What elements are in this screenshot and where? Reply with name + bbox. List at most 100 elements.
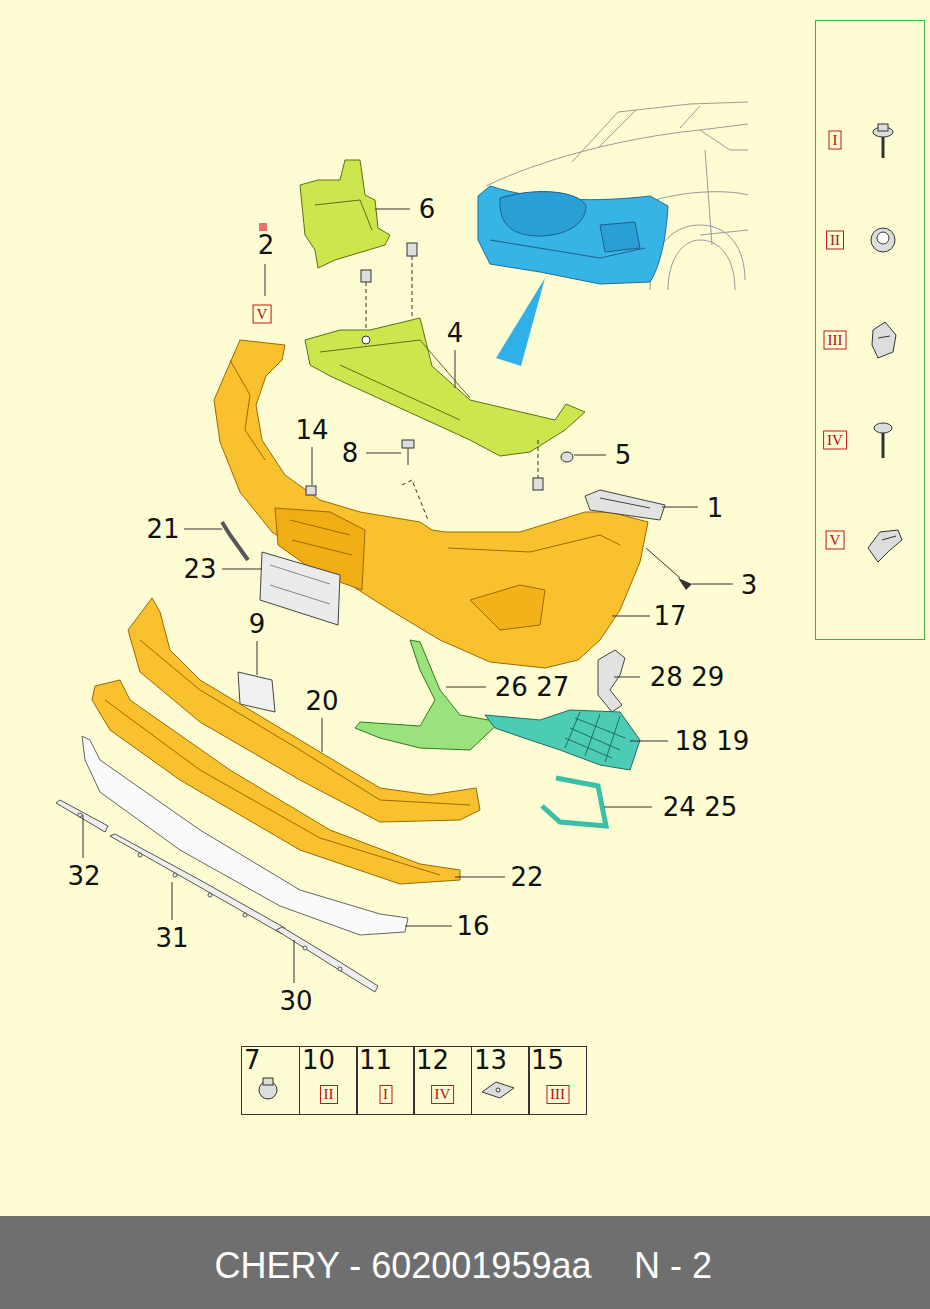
callout-number: 31 xyxy=(155,923,188,953)
bracket-part xyxy=(585,490,665,520)
trim-strip-part xyxy=(138,853,142,857)
fastener-icon xyxy=(872,322,896,358)
table-cell: 12IV xyxy=(413,1046,472,1115)
bumper-cover xyxy=(470,585,545,630)
lower-bumper-part xyxy=(128,598,480,822)
fastener xyxy=(407,243,417,256)
callout-number: 14 xyxy=(295,415,328,445)
trim-strip-part xyxy=(338,967,342,971)
trim-strip-part xyxy=(110,834,285,934)
callout-number: 3 xyxy=(741,570,758,600)
callout-number: 21 xyxy=(146,514,179,544)
leader-line xyxy=(614,677,640,678)
trim-strip-part xyxy=(243,913,247,917)
car-outline xyxy=(486,124,748,186)
clip-part xyxy=(306,486,316,495)
callout-number: 2 xyxy=(258,230,275,260)
lower-bumper-part xyxy=(128,598,480,822)
screw-part xyxy=(678,578,692,590)
callout-number: 17 xyxy=(653,601,686,631)
undertray-part xyxy=(320,340,470,398)
part-number: 12 xyxy=(416,1045,449,1075)
table-cell: 11I xyxy=(356,1046,415,1115)
callout-number: 1 xyxy=(707,493,724,523)
undertray-part xyxy=(362,336,370,344)
fastener-icon xyxy=(882,137,885,158)
screw-part xyxy=(402,440,414,448)
callout-number: 8 xyxy=(342,438,359,468)
leader-line xyxy=(630,741,668,742)
bumper-cover xyxy=(290,520,352,555)
trim-strip-part xyxy=(173,873,177,877)
car-outline xyxy=(700,230,748,235)
part-number: 15 xyxy=(531,1045,564,1075)
fastener-numeral-box: IV xyxy=(431,1085,455,1104)
fastener-icon xyxy=(874,423,892,433)
fastener-numeral: I xyxy=(829,131,842,150)
callout-number: 18 19 xyxy=(675,726,749,756)
fastener xyxy=(361,270,371,282)
leader-line xyxy=(446,687,486,688)
undertray-part xyxy=(305,318,585,490)
fastener-icon xyxy=(882,433,885,458)
trim-part xyxy=(355,640,500,750)
trim-strip-part xyxy=(56,800,108,832)
bumper-cover xyxy=(214,340,648,668)
callout-number: 5 xyxy=(615,440,632,470)
leader-line xyxy=(312,447,313,485)
leader-line xyxy=(604,807,652,808)
grille-part xyxy=(485,710,640,770)
car-bumper-highlight xyxy=(600,222,640,252)
bracket-part xyxy=(600,498,650,508)
nut-part xyxy=(561,452,573,462)
fastener-numeral: IV xyxy=(823,431,847,450)
part-number: 10 xyxy=(302,1045,335,1075)
car-bumper-highlight xyxy=(500,192,586,236)
fastener-icon xyxy=(878,124,888,131)
trim-strip-part xyxy=(78,813,82,817)
fastener-icon xyxy=(263,1078,273,1085)
bumper-cover xyxy=(214,340,648,668)
car-outline xyxy=(598,110,636,148)
undertray-part xyxy=(305,318,585,456)
car-outline xyxy=(668,240,735,290)
screw-part xyxy=(408,448,409,465)
screw-part xyxy=(402,480,428,520)
leader-line xyxy=(83,209,733,983)
leader-line xyxy=(172,882,173,920)
screw-part xyxy=(402,440,428,520)
fastener-numeral-box: I xyxy=(379,1085,392,1104)
leader-line xyxy=(366,453,401,454)
marker xyxy=(259,223,267,231)
callout-number: 30 xyxy=(279,986,312,1016)
table-cell: 15III xyxy=(528,1046,587,1115)
plate-part xyxy=(270,565,330,604)
footer-text: CHERY - 602001959aa xyxy=(215,1246,592,1286)
part-number: 11 xyxy=(359,1045,392,1075)
bracket-part xyxy=(585,490,665,520)
trim-strip-part xyxy=(82,736,408,935)
callout-number: 32 xyxy=(67,861,100,891)
numeral-text: V xyxy=(257,306,268,322)
plate-part xyxy=(260,552,340,625)
trim-strip-part xyxy=(276,927,378,992)
car-bumper-highlight xyxy=(496,278,545,366)
leader-line xyxy=(455,877,505,878)
callout-number: 6 xyxy=(419,194,436,224)
plate-part xyxy=(260,552,340,625)
fastener-icon xyxy=(496,1088,500,1092)
fastener-icon xyxy=(877,232,889,244)
bracket-part xyxy=(598,650,625,712)
leader-line xyxy=(265,264,266,296)
strip-part xyxy=(222,522,248,560)
numeral-text: I xyxy=(383,1086,388,1102)
table-cell: 7 xyxy=(241,1046,300,1115)
trim-strip-part xyxy=(303,946,307,950)
grille-part xyxy=(485,710,640,770)
fastener-icon xyxy=(259,124,902,1099)
fastener-icon xyxy=(882,536,896,540)
leader-line xyxy=(222,569,262,570)
callout-number: 4 xyxy=(447,318,464,348)
